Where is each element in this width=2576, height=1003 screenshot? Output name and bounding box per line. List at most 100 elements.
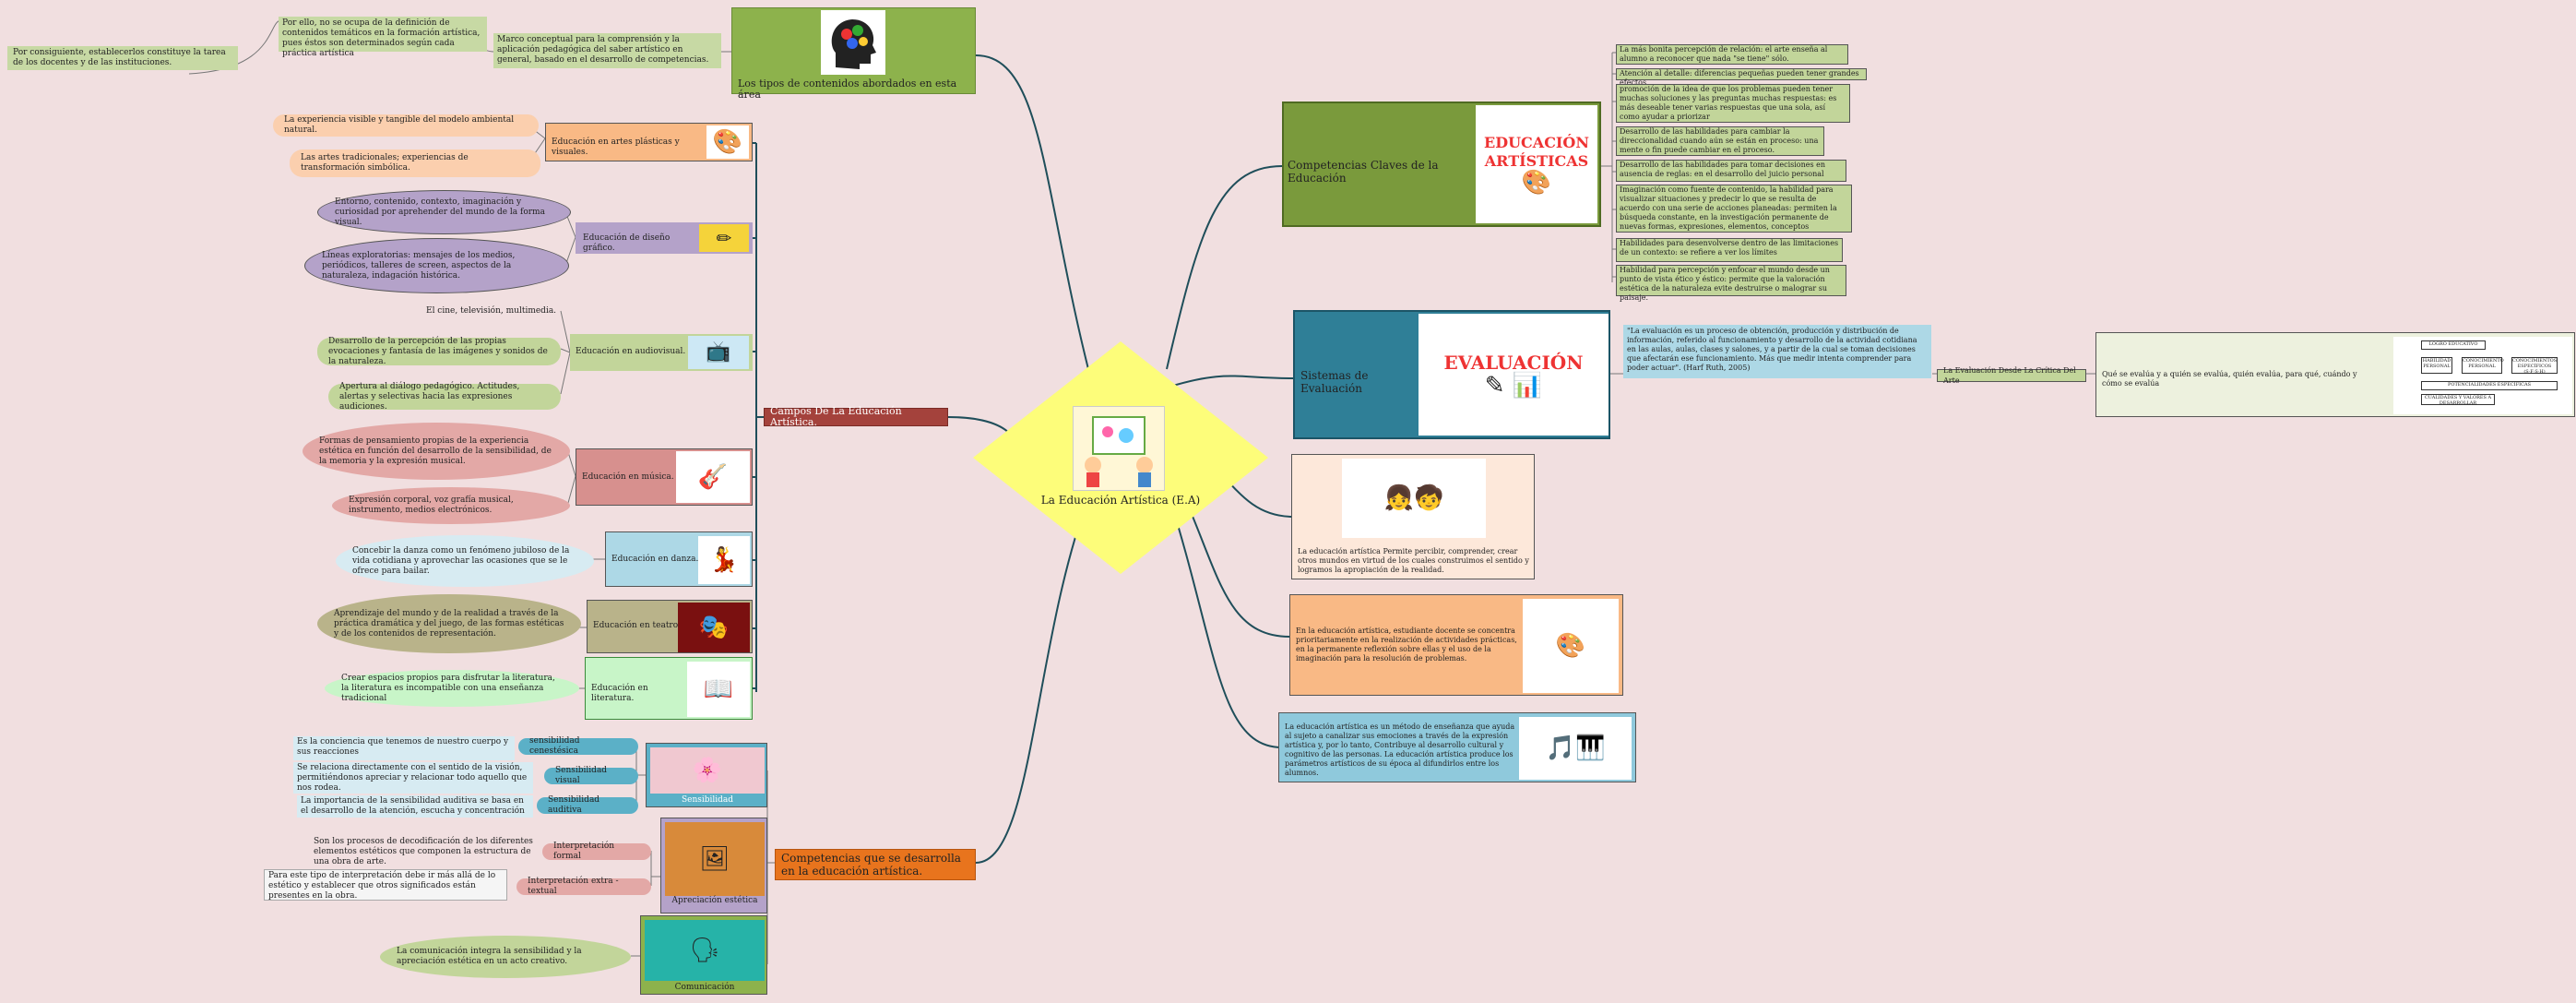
diseno-node[interactable]: Educación de diseño gráfico. ✏ bbox=[576, 222, 753, 254]
claves-node[interactable]: Competencias Claves de la Educación EDUC… bbox=[1282, 101, 1601, 227]
audiovisual-label: Educación en audiovisual. bbox=[576, 347, 686, 356]
apreciacion-text-1[interactable]: Son los procesos de decodificación de lo… bbox=[314, 837, 533, 866]
apreciacion-tag-1[interactable]: Interpretación formal bbox=[542, 842, 651, 861]
potencialidades-label: POTENCIALIDADES ESPECÍFICAS bbox=[2421, 381, 2558, 390]
artes-node[interactable]: Educación en artes plásticas y visuales.… bbox=[545, 123, 753, 161]
danza-item-1[interactable]: Concebir la danza como un fenómeno jubil… bbox=[336, 535, 594, 587]
media-icon: 📺 bbox=[688, 336, 749, 369]
habilidad-label: HABILIDAD PERSONAL bbox=[2421, 357, 2452, 374]
claves-item-3[interactable]: promoción de la idea de que los problema… bbox=[1616, 84, 1850, 123]
tipos-definicion[interactable]: Por ello, no se ocupa de la definición d… bbox=[279, 17, 487, 58]
evaluacion-critica-text: Qué se evalúa y a quién se evalúa, quién… bbox=[2102, 370, 2357, 388]
evaluacion-critica[interactable]: La Evaluación Desde La Crítica Del Arte bbox=[1937, 366, 2086, 385]
logro-diagram: LOGRO EDUCATIVO HABILIDAD PERSONAL CONOC… bbox=[2393, 337, 2572, 414]
claves-item-2[interactable]: Atención al detalle: diferencias pequeña… bbox=[1616, 68, 1867, 87]
educacion-artisticas-image: EDUCACIÓN ARTÍSTICAS 🎨 bbox=[1476, 105, 1597, 223]
music-art-icon: 🎵🎹 bbox=[1519, 717, 1632, 780]
evaluacion-node[interactable]: Sistemas de Evaluación EVALUACIÓN ✎ 📊 bbox=[1293, 310, 1610, 439]
center-illustration bbox=[1073, 406, 1165, 491]
audiovisual-item-2[interactable]: Desarrollo de la percepción de las propi… bbox=[317, 337, 561, 366]
tipos-marco[interactable]: Marco conceptual para la comprensión y l… bbox=[493, 33, 721, 68]
claves-item-7[interactable]: Habilidades para desenvolverse dentro de… bbox=[1616, 238, 1843, 262]
tipos-title: Los tipos de contenidos abordados en est… bbox=[738, 78, 957, 101]
center-title[interactable]: La Educación Artística (E.A) bbox=[1040, 494, 1201, 507]
percibir-node[interactable]: 👧🧒 La educación artística Permite percib… bbox=[1291, 454, 1535, 579]
dancers-icon: 💃 bbox=[698, 536, 750, 584]
teatro-item-1[interactable]: Aprendizaje del mundo y de la realidad a… bbox=[317, 594, 581, 653]
sensibilidad-text-1[interactable]: Es la conciencia que tenemos de nuestro … bbox=[293, 736, 515, 760]
claves-title: Competencias Claves de la Educación bbox=[1288, 159, 1439, 185]
docente-text: En la educación artística, estudiante do… bbox=[1296, 627, 1517, 663]
educacion-artisticas-image-text: EDUCACIÓN ARTÍSTICAS bbox=[1484, 134, 1589, 170]
audiovisual-item-1[interactable]: El cine, televisión, multimedia. bbox=[426, 306, 557, 316]
claves-item-8[interactable]: Habilidad para percepción y enfocar el m… bbox=[1616, 265, 1846, 302]
artes-item-1[interactable]: La experiencia visible y tangible del mo… bbox=[273, 114, 539, 137]
student-art-icon: 🎨 bbox=[1523, 599, 1619, 693]
kids-playing-icon: 👧🧒 bbox=[1342, 459, 1486, 538]
sensibilidad-text-3[interactable]: La importancia de la sensibilidad auditi… bbox=[297, 795, 533, 818]
musica-item-1[interactable]: Formas de pensamiento propias de la expe… bbox=[303, 423, 570, 480]
flower-hand-icon: 🌸 bbox=[650, 747, 765, 794]
claves-item-1[interactable]: La más bonita percepción de relación: el… bbox=[1616, 44, 1848, 65]
conocimiento-label: CONOCIMIENTO PERSONAL bbox=[2462, 357, 2504, 374]
evaluacion-critica-box[interactable]: Qué se evalúa y a quién se evalúa, quién… bbox=[2095, 332, 2575, 417]
musica-item-2[interactable]: Expresión corporal, voz grafía musical, … bbox=[332, 487, 570, 524]
campos-node[interactable]: Campos De La Educación Artística. bbox=[764, 406, 948, 428]
comunicacion-label: Comunicación bbox=[674, 983, 735, 992]
evaluacion-image-text: EVALUACIÓN bbox=[1443, 352, 1584, 374]
logro-label: LOGRO EDUCATIVO bbox=[2421, 340, 2486, 350]
diseno-item-2[interactable]: Líneas exploratorias: mensajes de los me… bbox=[304, 238, 569, 293]
tipos-node[interactable]: Los tipos de contenidos abordados en est… bbox=[731, 7, 976, 101]
sensibilidad-tag-2[interactable]: Sensibilidad visual bbox=[544, 766, 638, 785]
sensibilidad-tag-1[interactable]: sensibilidad cenestésica bbox=[518, 736, 638, 756]
claves-item-5[interactable]: Desarrollo de las habilidades para tomar… bbox=[1616, 160, 1846, 182]
design-tools-icon: ✏ bbox=[699, 224, 749, 252]
artes-label: Educación en artes plásticas y visuales. bbox=[552, 137, 680, 157]
literatura-node[interactable]: Educación en literatura. 📖 bbox=[585, 657, 753, 720]
comunicacion-text[interactable]: La comunicación integra la sensibilidad … bbox=[380, 936, 631, 978]
musica-node[interactable]: Educación en música. 🎸 bbox=[576, 448, 753, 506]
cualidades-label: CUALIDADES Y VALORES A DESARROLLAR bbox=[2421, 394, 2495, 406]
apreciacion-text-2[interactable]: Para este tipo de interpretación debe ir… bbox=[264, 869, 507, 901]
sensibilidad-tag-3[interactable]: Sensibilidad auditiva bbox=[537, 795, 638, 815]
percibir-text: La educación artística Permite percibir,… bbox=[1298, 547, 1529, 574]
teatro-node[interactable]: Educación en teatro. 🎭 bbox=[587, 600, 753, 653]
diseno-item-1[interactable]: Entorno, contenido, contexto, imaginació… bbox=[317, 190, 571, 234]
palette-icon: 🎨 bbox=[1521, 169, 1552, 197]
danza-node[interactable]: Educación en danza. 💃 bbox=[605, 531, 753, 587]
musicians-icon: 🎸 bbox=[676, 451, 750, 503]
people-talking-icon: 🗣 bbox=[645, 920, 765, 981]
pencils-icon: ✎ 📊 bbox=[1484, 372, 1543, 400]
apreciacion-tag-2[interactable]: Interpretación extra - textual bbox=[516, 877, 651, 896]
comunicacion-node[interactable]: 🗣 Comunicación bbox=[640, 915, 767, 995]
sensibilidad-text-2[interactable]: Se relaciona directamente con el sentido… bbox=[293, 762, 533, 794]
face-art-icon: 🖼 bbox=[665, 822, 765, 896]
literatura-label: Educación en literatura. bbox=[591, 684, 648, 703]
metodo-node[interactable]: La educación artística es un método de e… bbox=[1278, 712, 1636, 782]
musica-label: Educación en música. bbox=[582, 472, 674, 482]
claves-item-4[interactable]: Desarrollo de las habilidades para cambi… bbox=[1616, 126, 1824, 156]
metodo-text: La educación artística es un método de e… bbox=[1285, 722, 1515, 777]
kids-painting-icon bbox=[1085, 416, 1153, 487]
audiovisual-item-3[interactable]: Apertura al diálogo pedagógico. Actitude… bbox=[328, 382, 561, 412]
teatro-label: Educación en teatro. bbox=[593, 621, 681, 630]
artes-item-2[interactable]: Las artes tradicionales; experiencias de… bbox=[290, 149, 540, 177]
danza-label: Educación en danza. bbox=[611, 555, 699, 564]
diseno-label: Educación de diseño gráfico. bbox=[583, 233, 671, 253]
literatura-item-1[interactable]: Crear espacios propios para disfrutar la… bbox=[325, 670, 579, 707]
apreciacion-node[interactable]: 🖼 Apreciación estética bbox=[660, 818, 767, 913]
sensibilidad-node[interactable]: 🌸 Sensibilidad bbox=[646, 743, 767, 807]
claves-item-6[interactable]: Imaginación como fuente de contenido, la… bbox=[1616, 185, 1852, 233]
theater-stage-icon: 🎭 bbox=[678, 603, 750, 652]
evaluacion-title: Sistemas de Evaluación bbox=[1300, 369, 1369, 395]
docente-node[interactable]: En la educación artística, estudiante do… bbox=[1289, 594, 1623, 696]
book-icon: 📖 bbox=[687, 662, 750, 717]
tipos-tarea[interactable]: Por consiguiente, establecerlos constitu… bbox=[7, 46, 238, 70]
apreciacion-label: Apreciación estética bbox=[671, 896, 758, 905]
audiovisual-node[interactable]: Educación en audiovisual. 📺 bbox=[570, 334, 753, 371]
evaluacion-quote[interactable]: "La evaluación es un proceso de obtenció… bbox=[1623, 325, 1931, 378]
head-brain-icon bbox=[821, 10, 885, 75]
competencias-desarrolla-node[interactable]: Competencias que se desarrolla en la edu… bbox=[775, 849, 976, 880]
sensibilidad-label: Sensibilidad bbox=[681, 795, 734, 805]
painter-icon: 🎨 bbox=[706, 125, 749, 159]
